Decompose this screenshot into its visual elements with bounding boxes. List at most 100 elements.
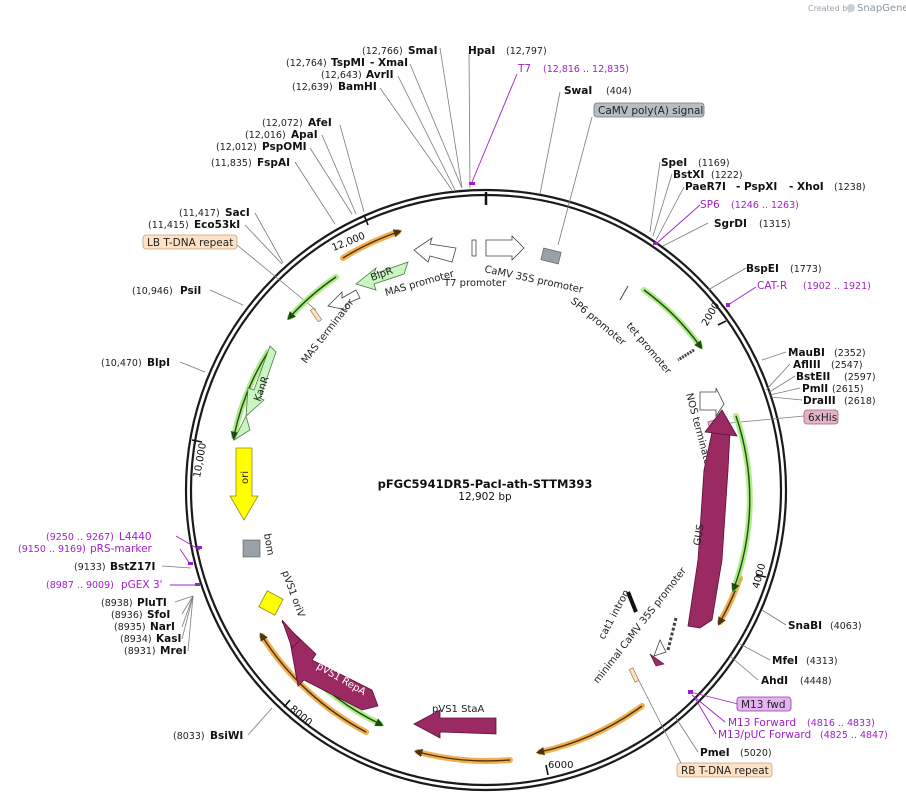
rb-tdna-mark[interactable]	[628, 667, 640, 683]
sp6-promoter-mark[interactable]	[619, 285, 629, 301]
site-afei[interactable]: AfeI	[308, 117, 332, 129]
site-psii[interactable]: PsiI	[180, 285, 201, 297]
site-pmli-coord[interactable]: (2615)	[832, 384, 864, 395]
cat1-intron-mark[interactable]	[626, 591, 638, 613]
site-smai-coord[interactable]: (12,766)	[362, 46, 403, 57]
site-pspomi[interactable]: PspOMI	[262, 141, 307, 153]
site-pluti-coord[interactable]: (8938)	[101, 598, 133, 609]
primer-t7[interactable]: T7	[517, 63, 531, 75]
site-bamhi-coord[interactable]: (12,639)	[292, 82, 333, 93]
primer-prs[interactable]: pRS-marker	[90, 543, 153, 555]
site-saci-coord[interactable]: (11,417)	[179, 208, 220, 219]
site-eco53ki[interactable]: Eco53kI	[194, 219, 240, 231]
site-afei-coord[interactable]: (12,072)	[262, 118, 303, 129]
site-hpai[interactable]: HpaI	[468, 45, 495, 57]
site-afliii[interactable]: AflIII	[793, 359, 821, 371]
site-tspmi[interactable]: TspMI	[331, 57, 365, 69]
site-xhoi[interactable]: - XhoI	[789, 181, 824, 193]
site-bsteii-coord[interactable]: (2597)	[844, 372, 876, 383]
min-camv-promoter-mark[interactable]	[666, 617, 678, 651]
rb-tdna-box[interactable]	[676, 762, 773, 778]
pvs1-staa-arrow[interactable]	[413, 709, 497, 739]
site-kasi[interactable]: KasI	[156, 633, 181, 645]
site-sfoi-coord[interactable]: (8936)	[111, 610, 143, 621]
primer-catr[interactable]: CAT-R	[757, 280, 787, 292]
primer-m13fwd[interactable]: M13 Forward	[728, 717, 796, 729]
site-bstz17i-coord[interactable]: (9133)	[74, 562, 106, 573]
primer-m13puc[interactable]: M13/pUC Forward	[718, 729, 811, 741]
site-hpai-coord[interactable]: (12,797)	[506, 46, 547, 57]
site-snabi-coord[interactable]: (4063)	[830, 621, 862, 632]
site-tspmi-coord[interactable]: (12,764)	[286, 58, 327, 69]
site-xmai[interactable]: - XmaI	[370, 57, 408, 69]
site-bamhi[interactable]: BamHI	[338, 81, 377, 93]
mas-terminator-arrow[interactable]	[327, 289, 361, 311]
camv-polya-box[interactable]	[593, 102, 705, 118]
site-spei[interactable]: SpeI	[661, 157, 687, 169]
mas-promoter-arrow[interactable]	[413, 237, 457, 263]
site-pluti[interactable]: PluTI	[137, 597, 167, 609]
site-blpi[interactable]: BlpI	[147, 357, 170, 369]
lb-tdna-box[interactable]	[142, 234, 238, 250]
site-fspai[interactable]: FspAI	[257, 157, 290, 169]
site-maubi-coord[interactable]: (2352)	[834, 348, 866, 359]
camv35s-promoter-arrow[interactable]	[485, 235, 525, 261]
camv-polya-mark[interactable]	[540, 247, 562, 265]
tet-promoter-mark[interactable]	[677, 348, 695, 362]
bom-mark[interactable]	[242, 539, 261, 558]
site-pmei[interactable]: PmeI	[700, 747, 730, 759]
site-maubi[interactable]: MauBI	[788, 347, 825, 359]
site-pspxi[interactable]: - PspXI	[736, 181, 777, 193]
nos-terminator-arrow[interactable]	[699, 387, 725, 418]
site-psii-coord[interactable]: (10,946)	[132, 286, 173, 297]
site-snabi[interactable]: SnaBI	[788, 620, 822, 632]
site-kasi-coord[interactable]: (8934)	[120, 634, 152, 645]
primer-sp6[interactable]: SP6	[700, 199, 720, 211]
site-bspei[interactable]: BspEI	[746, 263, 779, 275]
site-draiii-coord[interactable]: (2618)	[844, 396, 876, 407]
m13-fwd-box[interactable]	[736, 696, 792, 712]
site-mfei-coord[interactable]: (4313)	[806, 656, 838, 667]
site-bstz17i[interactable]: BstZ17I	[110, 561, 155, 573]
site-mrei[interactable]: MreI	[160, 645, 187, 657]
site-swai[interactable]: SwaI	[564, 85, 592, 97]
site-ahdi[interactable]: AhdI	[761, 675, 788, 687]
site-pmli[interactable]: PmlI	[802, 383, 828, 395]
site-bspei-coord[interactable]: (1773)	[790, 264, 822, 275]
green-arc-tet[interactable]	[641, 287, 703, 349]
site-eco53ki-coord[interactable]: (11,415)	[148, 220, 189, 231]
lb-tdna-mark[interactable]	[309, 307, 323, 323]
blpr-arrow[interactable]	[355, 261, 409, 291]
site-bsiwi-coord[interactable]: (8033)	[173, 731, 205, 742]
site-nari[interactable]: NarI	[150, 621, 175, 633]
gus-arrow[interactable]	[687, 431, 731, 629]
site-sgrdi-coord[interactable]: (1315)	[759, 219, 791, 230]
site-avrii-coord[interactable]: (12,643)	[321, 70, 362, 81]
his-tag-box[interactable]	[803, 409, 839, 425]
site-pspomi-coord[interactable]: (12,012)	[216, 142, 257, 153]
site-bsteii[interactable]: BstEII	[796, 371, 830, 383]
site-nari-coord[interactable]: (8935)	[114, 622, 146, 633]
primer-l4440[interactable]: L4440	[119, 531, 152, 543]
site-bsiwi[interactable]: BsiWI	[210, 730, 243, 742]
site-swai-coord[interactable]: (404)	[606, 86, 632, 97]
site-bstxi[interactable]: BstXI	[673, 169, 704, 181]
primer-pgex[interactable]: pGEX 3'	[121, 579, 163, 591]
site-apai[interactable]: ApaI	[291, 129, 318, 141]
site-smai[interactable]: SmaI	[408, 45, 438, 57]
site-sgrdi[interactable]: SgrDI	[714, 218, 747, 230]
site-avrii[interactable]: AvrII	[366, 69, 394, 81]
pvs1-oriv-mark[interactable]	[258, 590, 284, 616]
site-afliii-coord[interactable]: (2547)	[831, 360, 863, 371]
pvs1-repa-arrow[interactable]	[281, 621, 379, 711]
site-mfei[interactable]: MfeI	[772, 655, 798, 667]
site-paer7i[interactable]: PaeR7I	[685, 181, 726, 193]
kanr-arrow[interactable]	[245, 345, 277, 417]
site-sfoi[interactable]: SfoI	[147, 609, 170, 621]
site-bstxi-coord[interactable]: (1222)	[711, 170, 743, 181]
site-xhoi-coord[interactable]: (1238)	[834, 182, 866, 193]
site-saci[interactable]: SacI	[225, 207, 250, 219]
site-fspai-coord[interactable]: (11,835)	[211, 158, 252, 169]
site-spei-coord[interactable]: (1169)	[698, 158, 730, 169]
site-mrei-coord[interactable]: (8931)	[124, 646, 156, 657]
